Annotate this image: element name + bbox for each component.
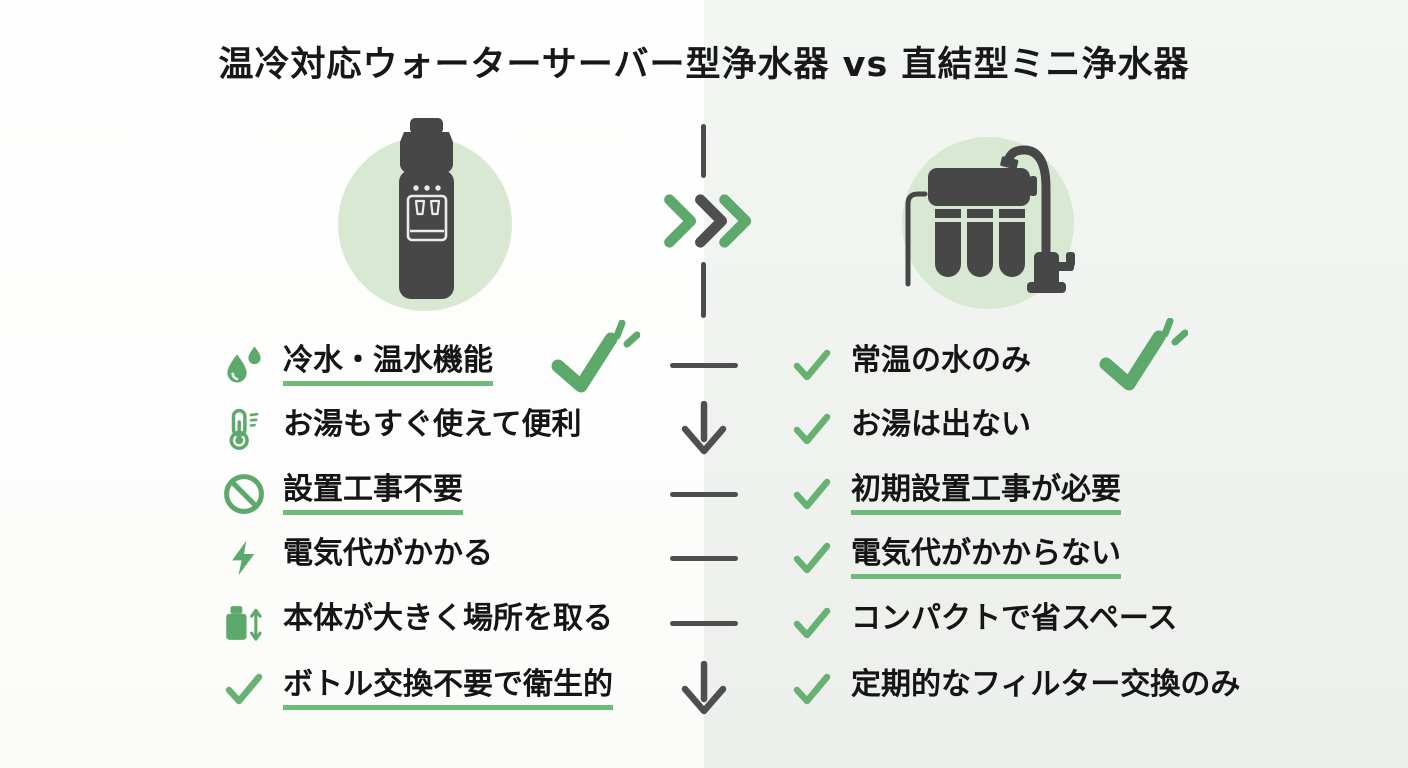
divider-dash-bottom: [701, 262, 706, 318]
comparison-row-left-1: 冷水・温水機能: [222, 333, 493, 397]
feature-label: 冷水・温水機能: [283, 344, 493, 386]
comparison-row-left-5: 本体が大きく場所を取る: [222, 591, 613, 655]
check-icon: [790, 471, 834, 517]
check-icon: [790, 535, 834, 581]
check-icon: [222, 666, 266, 712]
feature-label: 定期的なフィルター交換のみ: [851, 667, 1241, 702]
feature-label: お湯もすぐ使えて便利: [283, 407, 582, 442]
comparison-row-right-5: コンパクトで省スペース: [790, 591, 1177, 655]
feature-label: コンパクトで省スペース: [851, 601, 1178, 636]
sparkle-check-icon-right: [1096, 317, 1189, 400]
feature-label: 常温の水のみ: [851, 343, 1031, 378]
lightning-icon: [222, 535, 266, 581]
connector-arrow-down-icon: [664, 397, 744, 461]
comparison-row-left-3: 設置工事不要: [222, 462, 463, 526]
comparison-row-left-2: お湯もすぐ使えて便利: [222, 397, 582, 461]
comparison-row-right-1: 常温の水のみ: [790, 333, 1031, 397]
check-icon: [790, 600, 834, 646]
connector-line: [664, 462, 744, 526]
thermometer-icon: [222, 406, 266, 452]
right-panel-background: [704, 0, 1408, 768]
feature-label: ボトル交換不要で衛生的: [283, 668, 613, 710]
connector-line: [664, 591, 744, 655]
check-icon: [790, 666, 834, 712]
comparison-row-right-4: 電気代がかからない: [790, 526, 1121, 590]
feature-label: 電気代がかからない: [851, 537, 1121, 579]
feature-label: 電気代がかかる: [283, 536, 493, 571]
connector-line: [664, 526, 744, 590]
comparison-row-right-6: 定期的なフィルター交換のみ: [790, 657, 1240, 721]
water-droplets-icon: [222, 342, 266, 388]
sparkle-check-icon-left: [548, 319, 641, 402]
connector-arrow-down-icon: [664, 657, 744, 721]
comparison-row-left-6: ボトル交換不要で衛生的: [222, 657, 613, 721]
comparison-row-left-4: 電気代がかかる: [222, 526, 493, 590]
feature-label: 本体が大きく場所を取る: [283, 601, 613, 636]
check-icon: [790, 406, 834, 452]
check-icon: [790, 342, 834, 388]
divider-dash-top: [701, 124, 706, 178]
feature-label: お湯は出ない: [851, 407, 1031, 442]
page-title: 温冷対応ウォーターサーバー型浄水器 vs 直結型ミニ浄水器: [218, 45, 1190, 85]
feature-label: 設置工事不要: [283, 473, 463, 515]
triple-chevron-right-icon: [664, 194, 752, 248]
comparison-row-right-3: 初期設置工事が必要: [790, 462, 1121, 526]
water-server-illustration: [338, 118, 512, 311]
feature-label: 初期設置工事が必要: [851, 473, 1121, 515]
bottle-size-icon: [222, 600, 266, 646]
prohibition-icon: [222, 471, 266, 517]
connector-line: [664, 333, 744, 397]
comparison-row-right-2: お湯は出ない: [790, 397, 1031, 461]
direct-mini-purifier-illustration: [902, 137, 1075, 309]
